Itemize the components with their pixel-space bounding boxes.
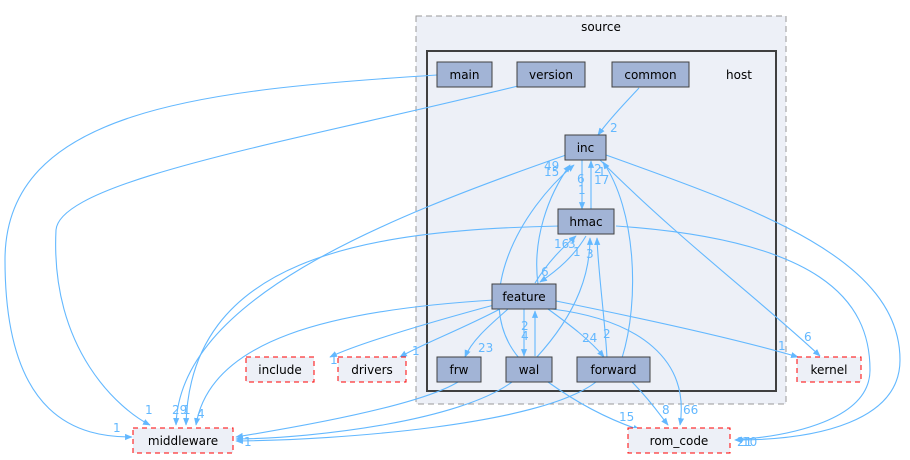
edge-label-inc-kernel: 6	[804, 330, 812, 344]
edge-label-feature-inc-b: 15	[544, 165, 559, 179]
node-include-label: include	[258, 363, 301, 377]
node-drivers-label: drivers	[351, 363, 393, 377]
node-feature-label: feature	[502, 290, 545, 304]
node-middleware[interactable]: middleware	[132, 427, 234, 454]
edge-label-version-middleware: 1	[145, 403, 153, 417]
edge-label-rom-side-a: 21	[737, 435, 752, 449]
node-rom-code-label: rom_code	[650, 434, 709, 448]
edge-frw-middleware	[235, 381, 459, 439]
node-forward-label: forward	[590, 363, 636, 377]
node-wal-label: wal	[519, 363, 540, 377]
edge-label-hmac-feature-a: 1	[573, 245, 581, 259]
edge-label-hmac-feature-b: 6	[541, 265, 549, 279]
edge-label-forward-hmac: 2	[603, 327, 611, 341]
edge-label-inc-hmac-a: 6	[577, 172, 585, 186]
edge-label-feature-rom: 66	[683, 403, 698, 417]
edge-label-main-middleware: 1	[113, 421, 121, 435]
node-hmac[interactable]: hmac	[557, 208, 615, 235]
edges	[4, 74, 901, 445]
node-kernel-label: kernel	[811, 363, 848, 377]
cluster-source-label: source	[581, 20, 621, 34]
node-include[interactable]: include	[245, 356, 315, 383]
edge-feature-forward	[547, 308, 605, 358]
node-middleware-label: middleware	[148, 434, 218, 448]
edge-common-inc	[597, 87, 640, 136]
edge-forward-rom	[631, 381, 669, 426]
node-version-label: version	[529, 68, 573, 82]
edge-label-middleware-in-c: 4	[197, 407, 205, 421]
edge-version-middleware	[55, 85, 519, 426]
node-main-label: main	[450, 68, 480, 82]
node-feature[interactable]: feature	[491, 283, 557, 310]
edge-label-feature-wal: 2	[521, 319, 529, 333]
edge-label-forward-inc-b: 1	[598, 165, 606, 179]
node-forward[interactable]: forward	[576, 356, 651, 383]
edge-inc-middleware	[173, 154, 567, 426]
node-inc-label: inc	[577, 141, 595, 155]
node-frw-label: frw	[450, 363, 469, 377]
node-version[interactable]: version	[516, 61, 586, 88]
edge-label-middleware-in-b: 1	[183, 403, 191, 417]
edge-label-wal-rom: 15	[619, 410, 634, 424]
edge-label-middleware-in-a: 29	[172, 403, 187, 417]
node-wal[interactable]: wal	[505, 356, 553, 383]
edge-label-hmac-inc: 17	[594, 173, 609, 187]
edge-feature-rom	[551, 308, 685, 426]
edge-label-feature-kernel: 1	[778, 339, 786, 353]
edge-inc-rom	[605, 154, 901, 444]
edge-label-inc-hmac-b: 1	[578, 183, 586, 197]
node-common[interactable]: common	[611, 61, 690, 88]
edge-label-middleware-side: 1	[244, 435, 252, 449]
node-frw[interactable]: frw	[436, 356, 482, 383]
edge-label-feature-frw: 23	[478, 341, 493, 355]
edge-hmac-feature	[539, 235, 587, 283]
edge-wal-rom	[547, 381, 641, 431]
node-main[interactable]: main	[436, 61, 493, 88]
edge-label-wal-hmac: 3	[586, 247, 594, 261]
edge-wal-inc	[498, 164, 575, 359]
edge-label-feature-drivers: 1	[412, 344, 420, 358]
cluster-host-label: host	[726, 68, 752, 82]
edge-feature-hmac	[534, 235, 577, 284]
edge-label-common-inc: 2	[610, 121, 618, 135]
edge-label-feature-hmac-b: 3	[568, 237, 576, 251]
edge-forward-hmac	[594, 237, 608, 359]
edge-label-feature-forward: 24	[582, 331, 597, 345]
edge-label-rom-side-b: 10	[742, 435, 757, 449]
edge-hmac-rom	[615, 225, 871, 443]
edge-feature-drivers	[399, 308, 501, 358]
edge-feature-kernel	[555, 300, 799, 359]
edge-label-feature-hmac-a: 16	[554, 237, 569, 251]
node-kernel[interactable]: kernel	[796, 356, 862, 383]
node-hmac-label: hmac	[569, 215, 602, 229]
edge-label-forward-rom: 8	[662, 403, 670, 417]
edge-feature-middleware	[194, 299, 495, 426]
edge-label-feature-inc-a: 49	[544, 159, 559, 173]
edge-label-wal-feature: 4	[521, 329, 529, 343]
edge-wal-middleware	[235, 381, 513, 442]
edge-feature-frw	[464, 308, 509, 358]
edge-wal-hmac	[535, 237, 594, 359]
node-rom-code[interactable]: rom_code	[627, 427, 731, 454]
edge-labels: 2 6 1 17 2 1 49 15 16 3 1 6 3 2 2 4 23 2…	[113, 121, 812, 449]
edge-label-feature-include: 1	[330, 353, 338, 367]
edge-hmac-middleware	[183, 225, 561, 426]
edge-forward-middleware	[235, 381, 597, 445]
node-inc[interactable]: inc	[564, 134, 607, 161]
edge-inc-kernel	[599, 159, 821, 357]
edge-feature-include	[329, 304, 495, 358]
node-common-label: common	[624, 68, 676, 82]
node-drivers[interactable]: drivers	[337, 356, 407, 383]
edge-main-middleware	[4, 74, 438, 441]
edge-label-forward-inc-a: 2	[594, 162, 602, 176]
edge-forward-inc	[602, 161, 634, 359]
